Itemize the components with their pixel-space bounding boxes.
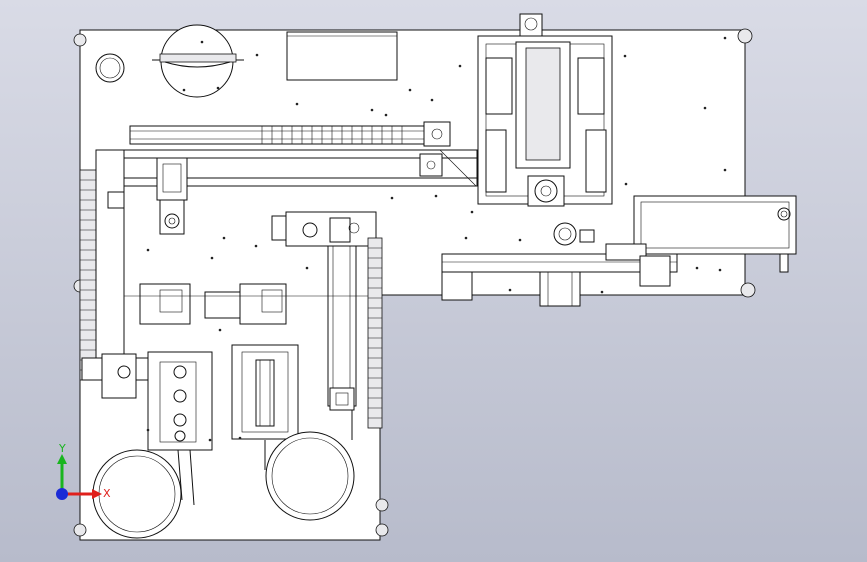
left-cable-chain [79, 169, 97, 381]
motor-flange [553, 222, 595, 246]
round-button [95, 53, 125, 83]
left-vertical-beam [95, 149, 125, 371]
control-box [286, 31, 398, 81]
screw-holes [146, 36, 727, 442]
upper-right-module [477, 13, 613, 207]
right-extension-knob [777, 207, 791, 221]
horizontal-slide [441, 243, 678, 307]
left-reel [92, 449, 182, 539]
lower-stations [124, 283, 368, 325]
right-extension-housing [633, 195, 797, 255]
center-carriage [271, 211, 377, 411]
axis-triad: Y X [56, 442, 111, 500]
right-extension-inner [640, 201, 790, 249]
triad-x-label: X [103, 487, 111, 500]
triad-y-label: Y [58, 442, 66, 455]
upper-rail [129, 121, 451, 147]
feeder-module [231, 344, 299, 440]
right-reel [264, 410, 355, 521]
leveling-feet [73, 28, 756, 537]
center-cable-chain [367, 237, 383, 429]
left-carriage [156, 157, 188, 235]
rotary-table [152, 24, 244, 98]
lower-gripper [81, 351, 213, 451]
